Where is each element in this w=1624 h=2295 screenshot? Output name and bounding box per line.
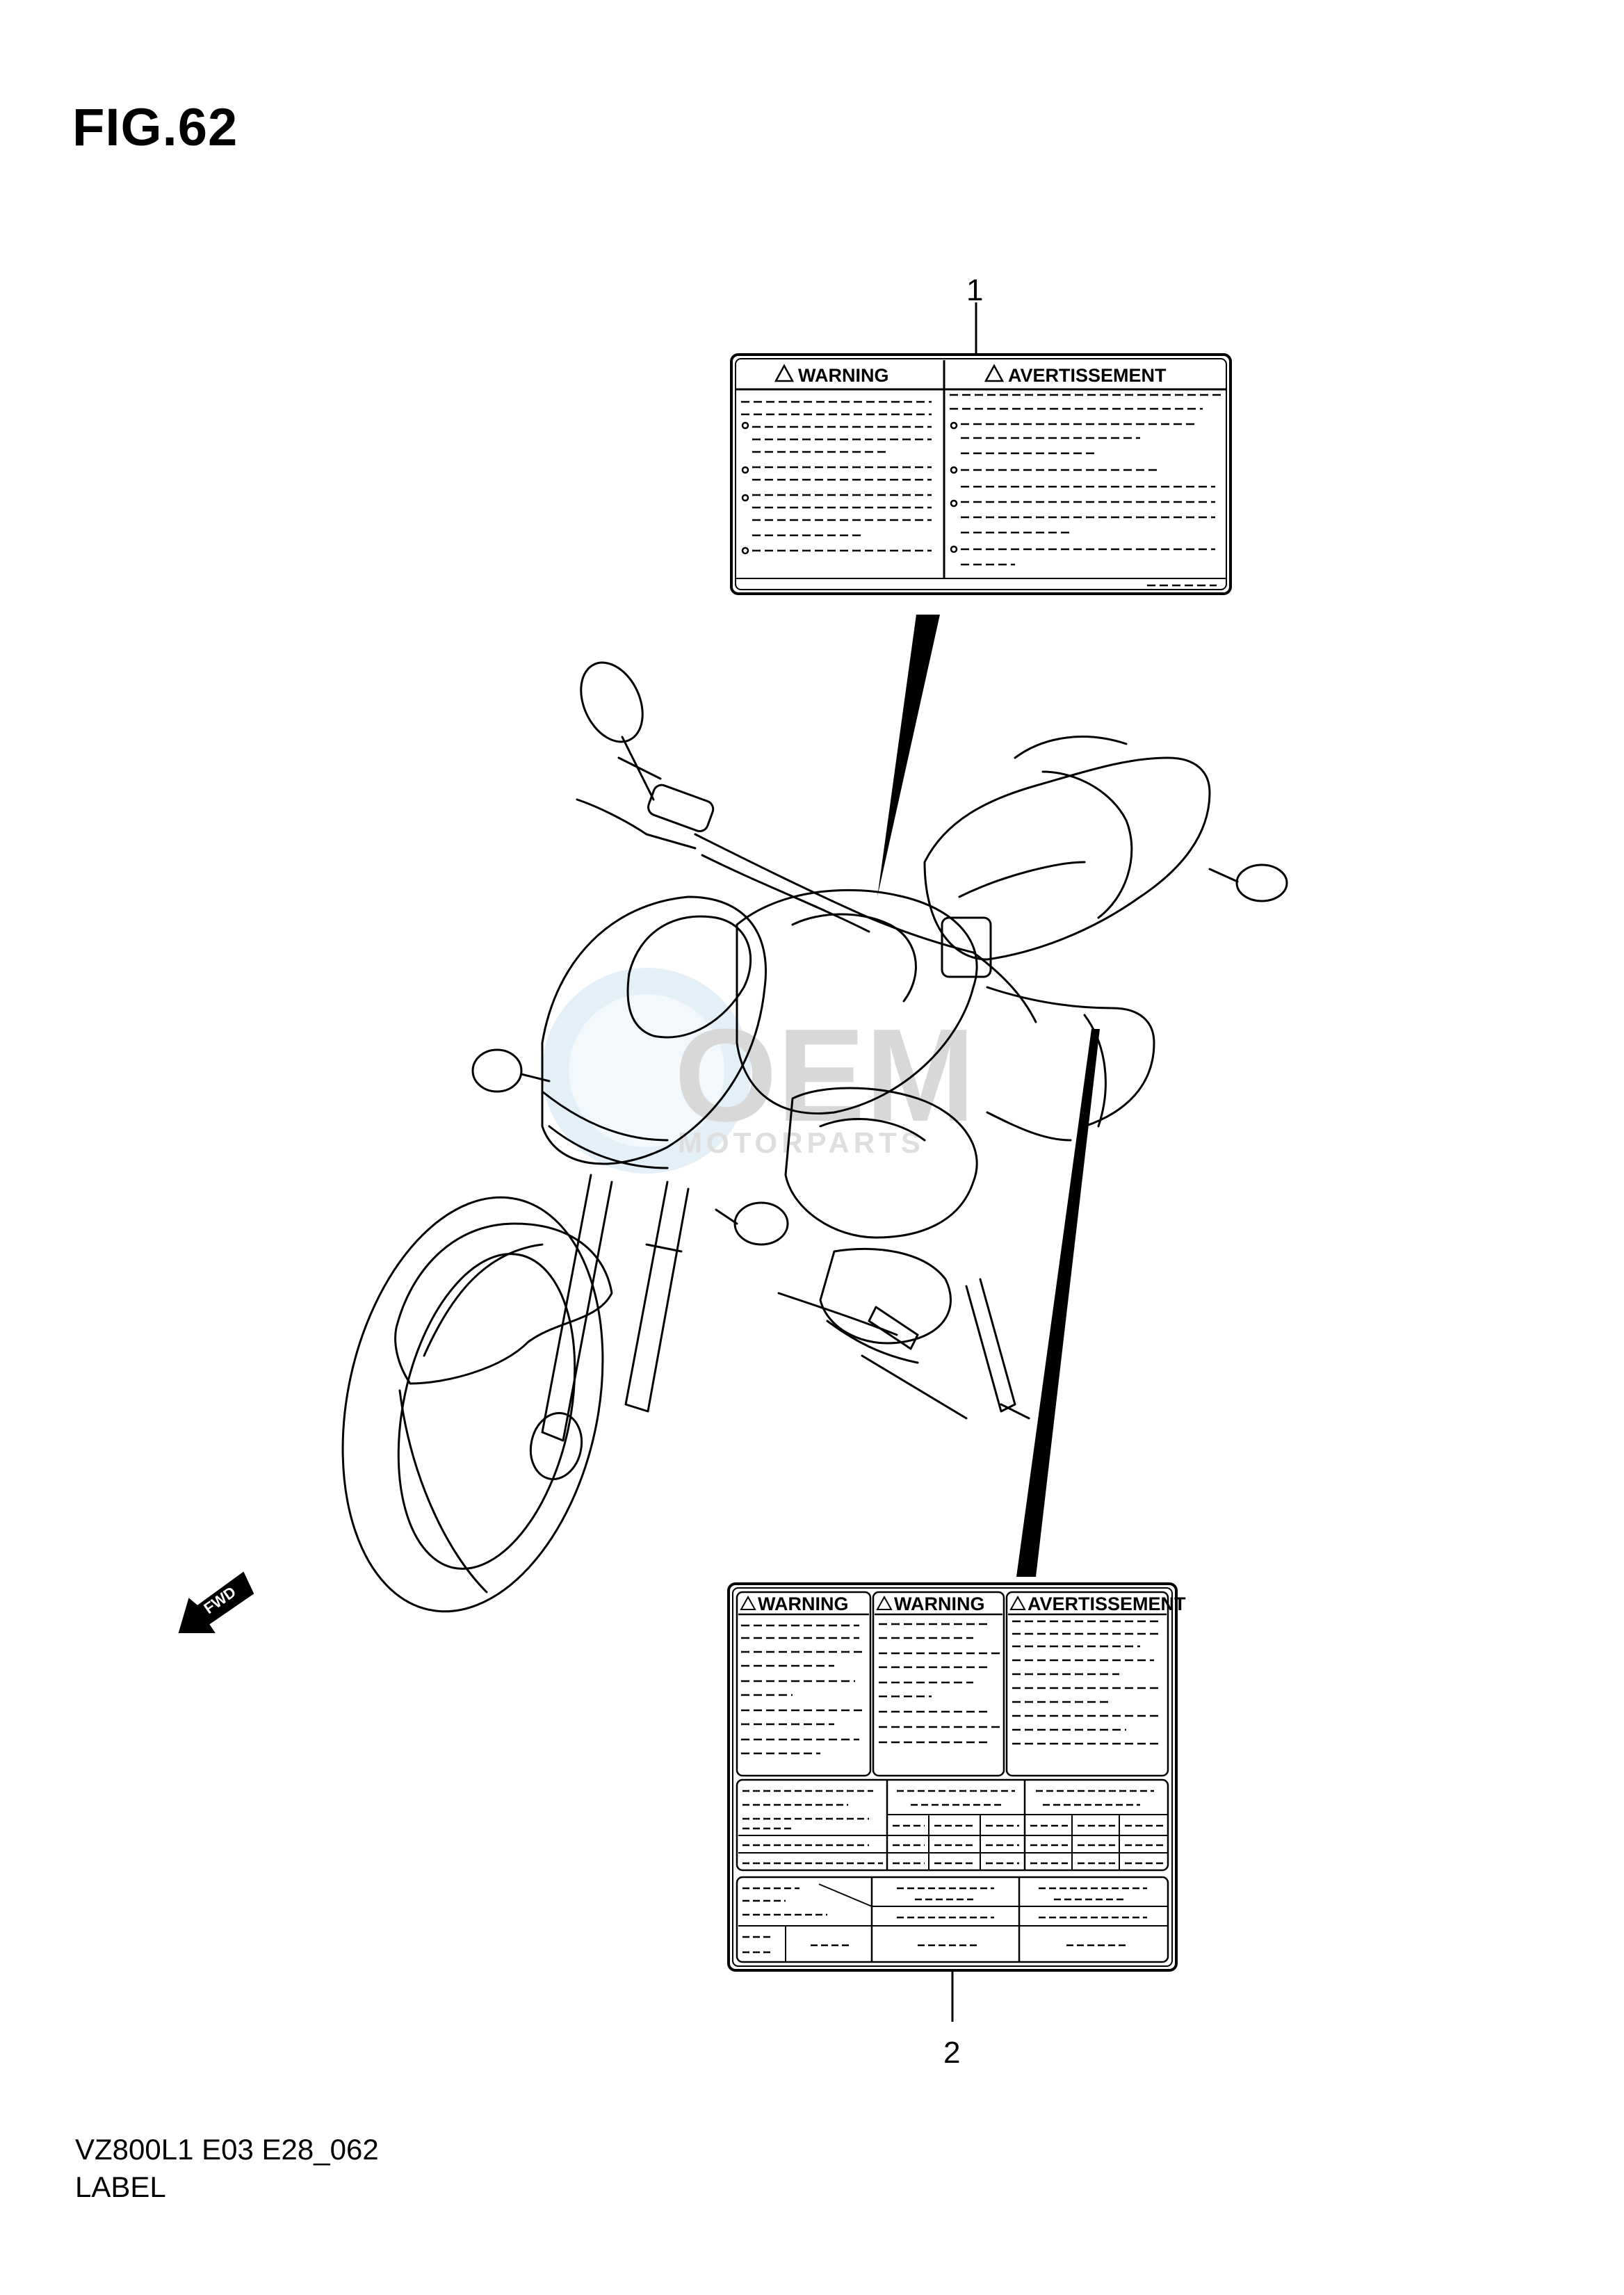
- model-code: VZ800L1 E03 E28_062: [75, 2133, 379, 2166]
- warning-triangle-icon: [876, 1595, 893, 1610]
- figure-title: FIG.62: [72, 98, 238, 157]
- label-2-drawing: [727, 1582, 1178, 2022]
- label2-header-b: WARNING: [894, 1593, 985, 1614]
- motorcycle-drawing: [341, 661, 1288, 1613]
- label-1-drawing: [730, 302, 1232, 595]
- section-name: LABEL: [75, 2171, 166, 2203]
- label1-left-header: WARNING: [798, 365, 889, 386]
- label1-right-header: AVERTISSEMENT: [1008, 365, 1167, 386]
- warning-triangle-icon: [984, 364, 1005, 382]
- pointer-wedge-1: [877, 615, 940, 897]
- pointer-wedge-2: [1016, 1029, 1100, 1577]
- label2-header-c: AVERTISSEMENT: [1028, 1593, 1186, 1614]
- callout-number-2: 2: [943, 2036, 961, 2070]
- forward-direction-arrow: FWD: [178, 1571, 254, 1633]
- warning-triangle-icon: [774, 364, 795, 382]
- warning-triangle-icon: [1009, 1595, 1026, 1610]
- watermark: OEM MOTORPARTS: [542, 968, 975, 1174]
- callout-number-1: 1: [966, 273, 984, 307]
- watermark-sub: MOTORPARTS: [678, 1126, 925, 1159]
- label2-header-a: WARNING: [758, 1593, 849, 1614]
- warning-triangle-icon: [740, 1595, 756, 1610]
